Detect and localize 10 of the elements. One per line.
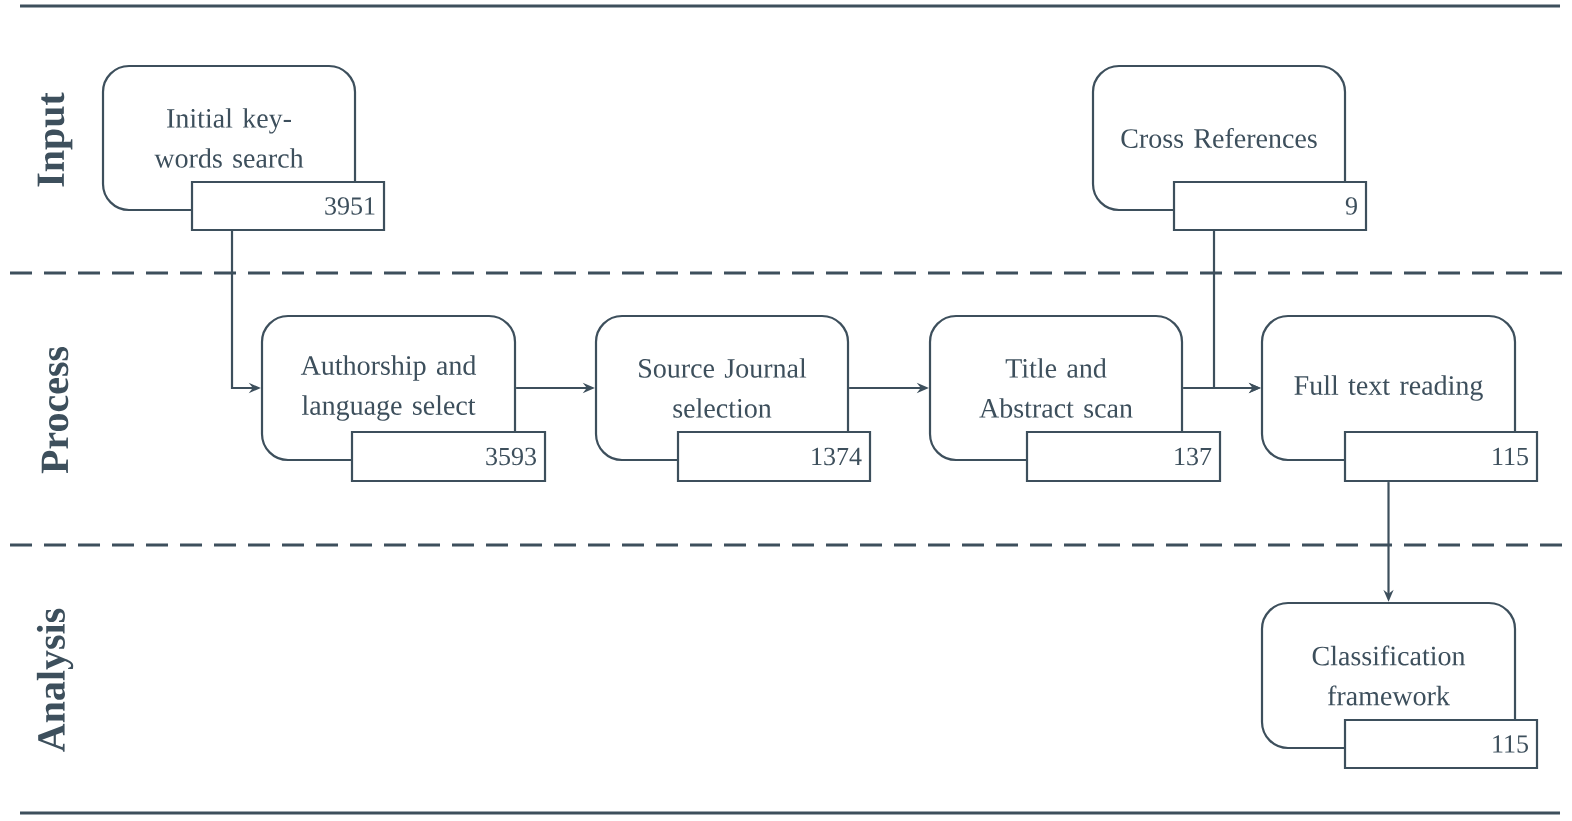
- count-box: 3951: [190, 180, 386, 232]
- count-box: 3593: [350, 430, 547, 483]
- count-box: 9: [1172, 180, 1368, 232]
- count-box: 115: [1343, 430, 1539, 483]
- count-box: 1374: [676, 430, 872, 483]
- lane-label: Input: [37, 92, 73, 187]
- lane-label: Analysis: [36, 608, 74, 752]
- lane-label: Process: [41, 346, 69, 474]
- count-box: 137: [1025, 430, 1222, 483]
- count-box: 115: [1343, 718, 1539, 770]
